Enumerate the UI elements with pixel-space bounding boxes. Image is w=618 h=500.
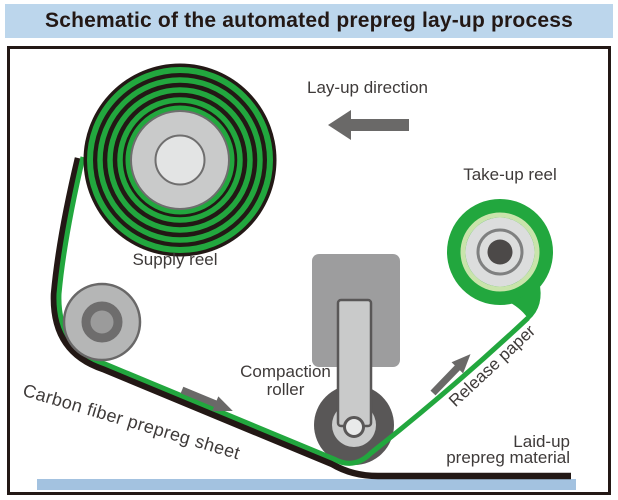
release-paper-arrow-icon xyxy=(430,354,471,396)
take-up-reel xyxy=(447,199,553,320)
layup-direction-arrow-icon xyxy=(328,110,409,140)
supply-reel xyxy=(83,63,277,257)
guide-roller-hub xyxy=(81,301,123,343)
compaction-roller-label: Compaction roller xyxy=(240,362,331,399)
supply-reel-ring xyxy=(107,87,253,233)
take-up-reel-axle xyxy=(487,239,513,265)
take-up-reel-paper-ring xyxy=(460,212,540,292)
supply-reel-hub-core xyxy=(154,134,206,186)
laid-up-material-label-line2: prepreg material xyxy=(446,448,570,467)
supply-reel-label: Supply reel xyxy=(132,250,218,269)
figure-title: Schematic of the automated prepreg lay-u… xyxy=(45,9,573,32)
roller-axle xyxy=(343,416,365,438)
laid-up-material-label-line1: Laid-up xyxy=(513,432,570,451)
supply-reel-ring xyxy=(87,67,273,253)
take-up-reel-hub-ring xyxy=(476,228,524,276)
guide-roller xyxy=(62,282,142,362)
compaction-roller-assembly xyxy=(312,254,400,465)
layup-direction-label: Lay-up direction xyxy=(307,78,428,97)
figure-title-bar: Schematic of the automated prepreg lay-u… xyxy=(5,4,613,38)
supply-reel-ring xyxy=(125,105,235,215)
supply-reel-ring xyxy=(97,77,263,243)
prepreg-sheet-path xyxy=(56,156,530,466)
laid-up-material-label: Laid-up prepreg material xyxy=(418,432,570,467)
tool-table-strip xyxy=(37,479,576,490)
supply-reel-ring xyxy=(117,97,243,223)
take-up-reel-label: Take-up reel xyxy=(463,165,557,184)
take-up-reel-tail xyxy=(509,281,541,320)
sheet-direction-arrow-icon xyxy=(180,386,233,412)
laid-up-prepreg-path xyxy=(50,157,571,480)
